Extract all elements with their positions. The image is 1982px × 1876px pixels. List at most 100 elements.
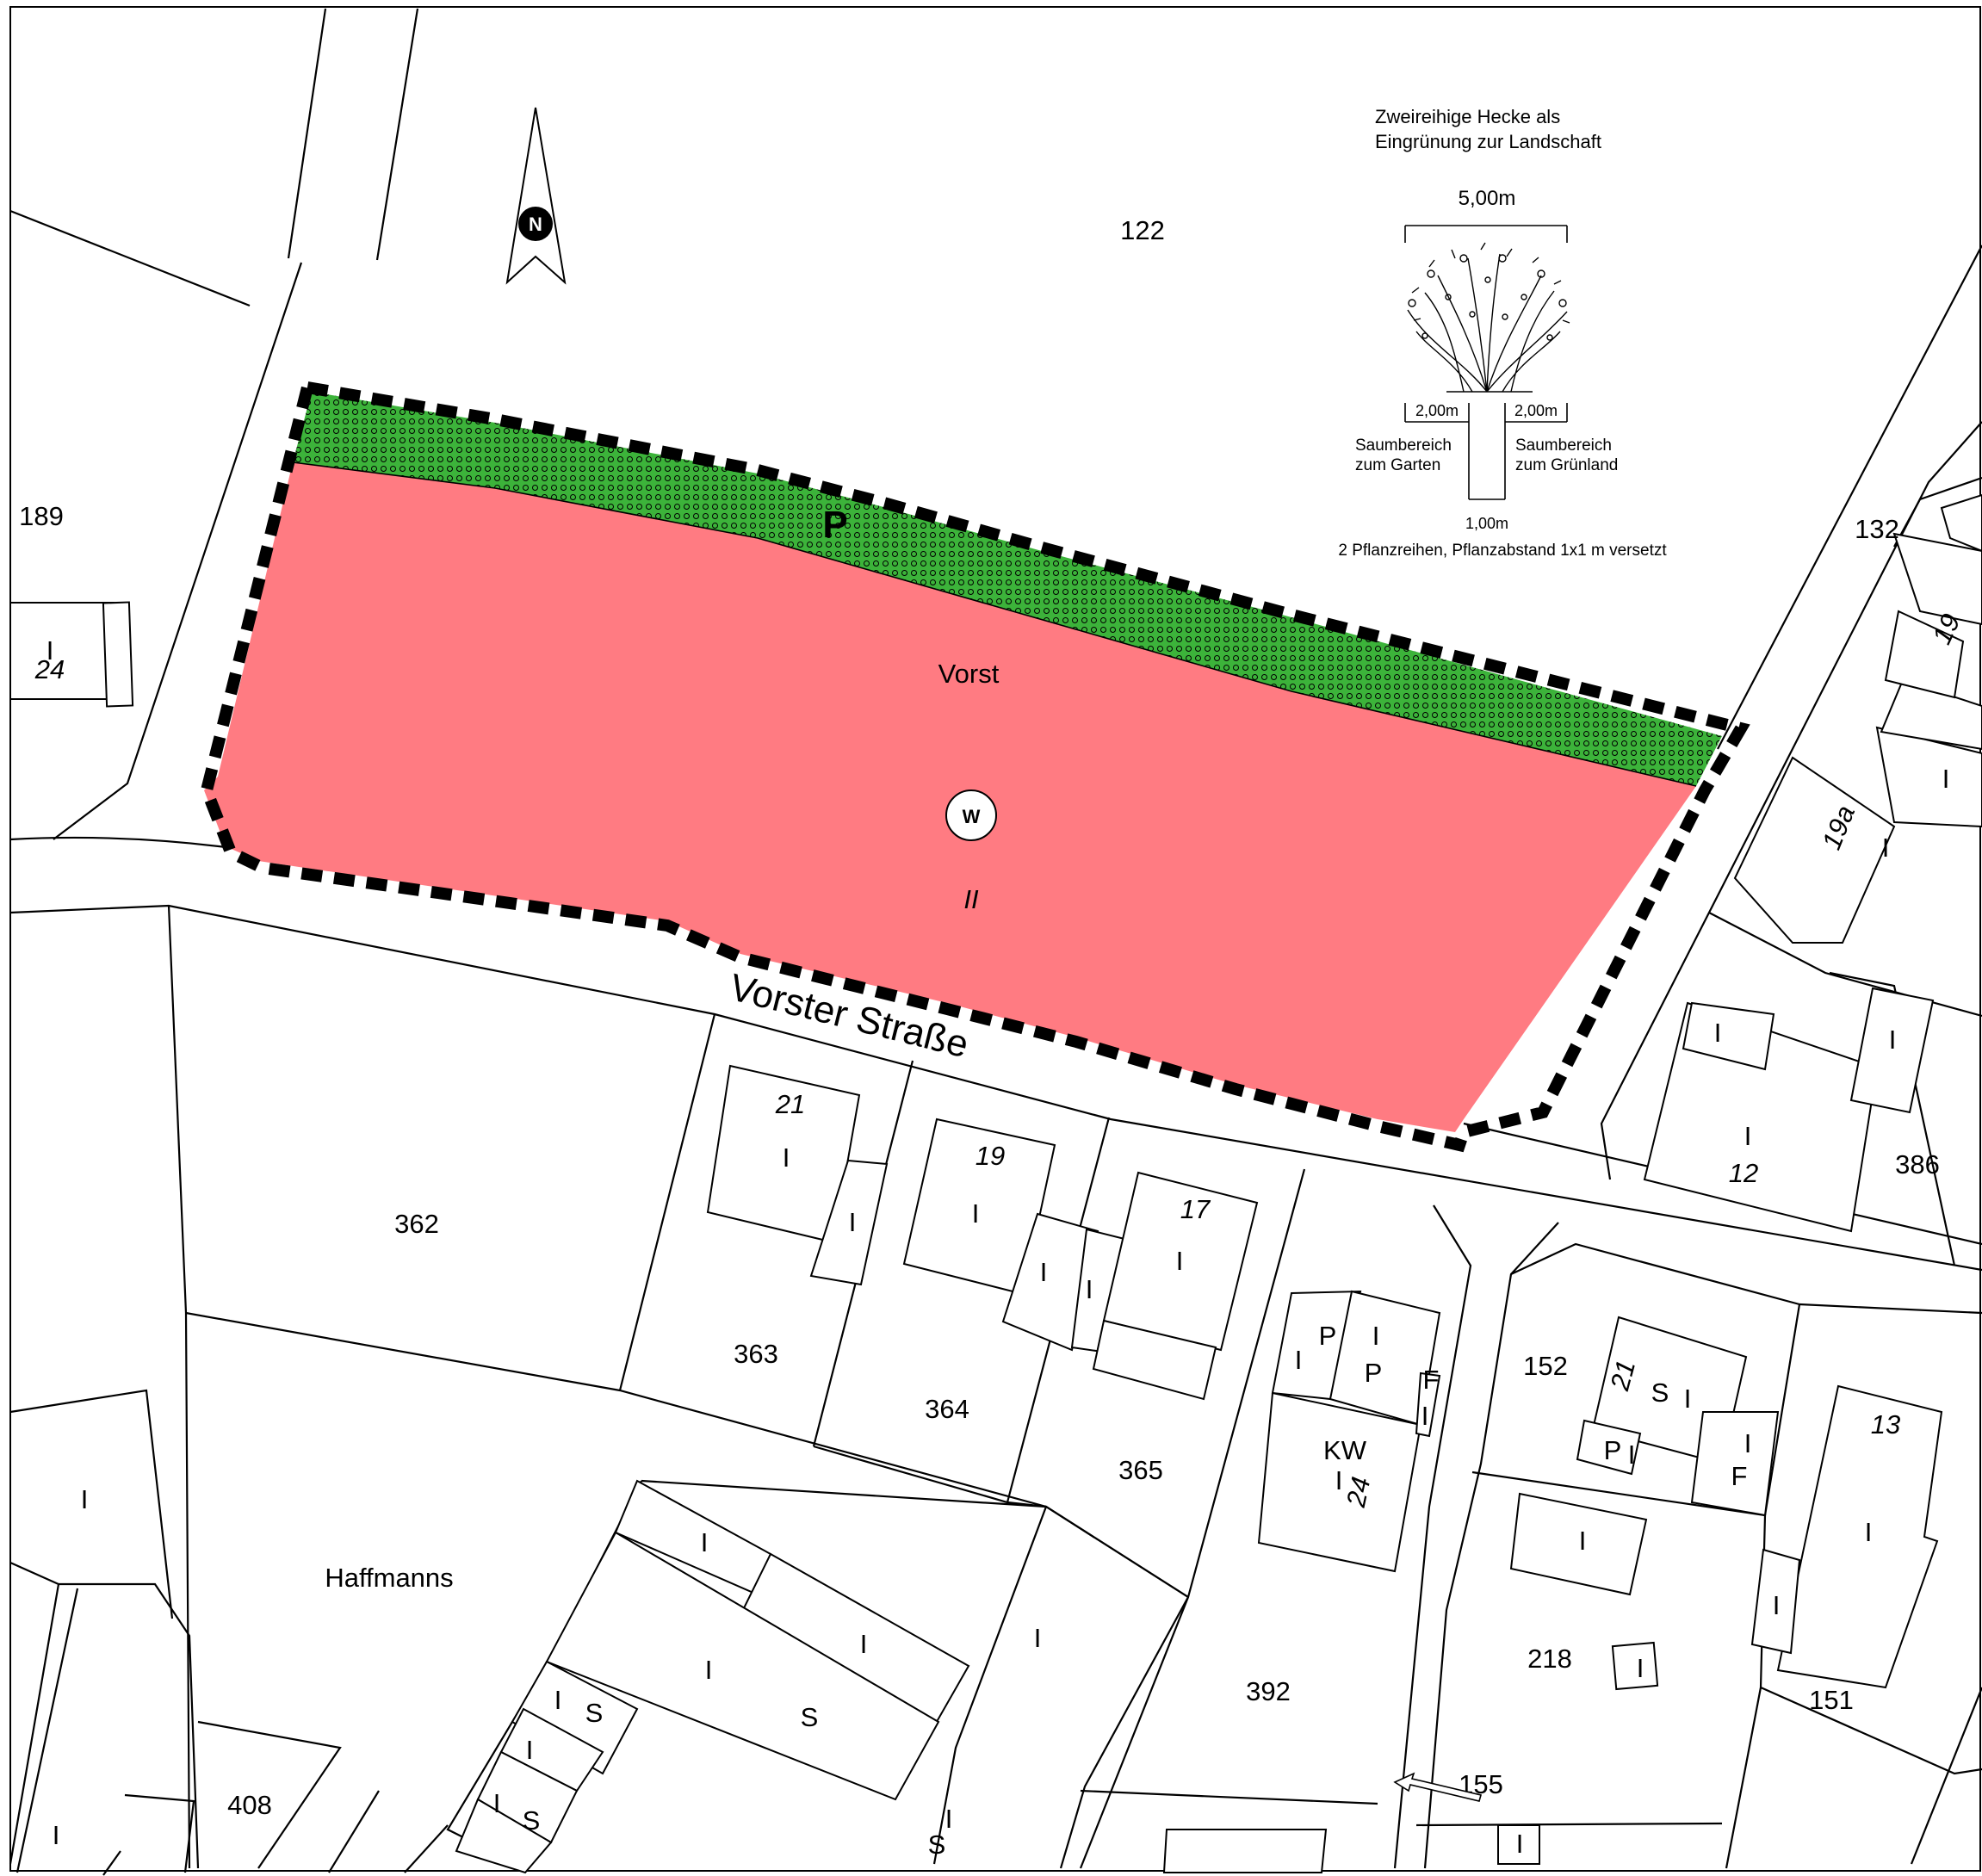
parcel-number: 132 xyxy=(1855,514,1899,544)
building-marks: I I I I I I I I P I P F I KW I S I P I I… xyxy=(46,635,1950,1860)
building xyxy=(1092,1319,1217,1401)
parcel-number: 152 xyxy=(1523,1351,1568,1381)
parcel-number: 363 xyxy=(734,1339,778,1369)
storey-mark: I xyxy=(1516,1829,1524,1859)
building xyxy=(1102,1171,1259,1352)
parcel-number: 362 xyxy=(394,1209,439,1239)
legend-dimension-top xyxy=(1404,225,1568,243)
building xyxy=(511,1660,639,1775)
storey-mark: I xyxy=(1579,1526,1587,1556)
hedge-edge-line xyxy=(292,461,1697,787)
storey-mark: I xyxy=(1086,1274,1093,1304)
storey-mark: I xyxy=(1628,1440,1636,1470)
shed-mark: S xyxy=(523,1805,541,1836)
building xyxy=(1682,1001,1775,1071)
building xyxy=(1690,1411,1780,1517)
building xyxy=(1776,1384,1943,1689)
house-number: 17 xyxy=(1180,1194,1211,1224)
storey-mark: I xyxy=(554,1685,562,1715)
building xyxy=(102,601,134,708)
north-arrow: N xyxy=(505,107,567,285)
legend-left-width: 2,00m xyxy=(1415,402,1459,419)
hedge-legend: Zweireihige Hecke als Eingrünung zur Lan… xyxy=(1338,106,1667,560)
parcel-number: 365 xyxy=(1118,1455,1163,1485)
legend-right-label-line2: zum Grünland xyxy=(1515,456,1618,474)
north-arrow-letter: N xyxy=(529,214,542,235)
hedge-strip-pattern xyxy=(293,392,1722,786)
north-arrow-badge xyxy=(518,207,553,241)
storey-mark: I xyxy=(526,1735,534,1765)
residential-use-letter: W xyxy=(963,806,981,827)
building xyxy=(1611,1641,1659,1691)
building xyxy=(809,1159,889,1286)
storey-mark: I xyxy=(849,1207,857,1237)
storey-mark: I xyxy=(53,1820,60,1850)
storey-mark: I xyxy=(1773,1590,1781,1620)
garage-mark: P xyxy=(1604,1435,1622,1465)
storey-mark: I xyxy=(1714,1018,1722,1048)
building xyxy=(1875,726,1982,828)
plan-boundary xyxy=(200,381,1750,1153)
legend-total-width: 5,00m xyxy=(1459,187,1516,210)
parcel-number: 386 xyxy=(1895,1149,1940,1179)
shed-mark: S xyxy=(585,1698,604,1728)
building xyxy=(1884,610,1965,699)
building xyxy=(1415,1371,1441,1438)
storey-mark: I xyxy=(860,1629,868,1659)
legend-title-line2: Eingrünung zur Landschaft xyxy=(1375,131,1601,152)
building xyxy=(1509,1492,1648,1596)
parcel-number: 408 xyxy=(227,1790,272,1820)
development-zone xyxy=(200,381,1750,1153)
parking-letter: P xyxy=(822,504,847,546)
storey-mark: I xyxy=(1889,1025,1897,1055)
f-mark: F xyxy=(1731,1461,1748,1491)
legend-left-label-line1: Saumbereich xyxy=(1355,436,1452,455)
garage-mark: P xyxy=(1365,1358,1383,1388)
storey-mark: I xyxy=(1034,1623,1042,1653)
building xyxy=(1750,1548,1801,1655)
shed-mark: S xyxy=(1651,1378,1669,1408)
legend-right-label-line1: Saumbereich xyxy=(1515,436,1612,455)
parcel-number: 122 xyxy=(1120,215,1165,245)
building xyxy=(1001,1212,1099,1352)
building xyxy=(1162,1829,1328,1873)
storey-mark: I xyxy=(493,1788,501,1818)
residential-area-fill xyxy=(204,462,1696,1132)
zone-name: Vorst xyxy=(938,659,1000,689)
parcel-number: 218 xyxy=(1527,1644,1572,1674)
legend-left-label-line2: zum Garten xyxy=(1355,456,1440,474)
house-number: 19 xyxy=(976,1141,1005,1171)
storey-mark: I xyxy=(1372,1321,1380,1351)
storey-mark: I xyxy=(46,635,54,666)
shed-mark: S xyxy=(928,1830,946,1860)
map-frame xyxy=(9,6,1981,1872)
building xyxy=(1880,678,1982,751)
storey-mark: I xyxy=(1865,1517,1873,1547)
garage-mark: P xyxy=(1319,1321,1337,1351)
parcel-number: 392 xyxy=(1246,1676,1291,1706)
house-number: 21 xyxy=(775,1089,805,1119)
building xyxy=(1733,756,1896,944)
residential-use-symbol xyxy=(945,789,997,841)
building xyxy=(455,1798,553,1874)
building xyxy=(1892,532,1982,626)
storey-mark: I xyxy=(1040,1257,1048,1287)
storey-mark: I xyxy=(1637,1653,1644,1683)
legend-title-line1: Zweireihige Hecke als xyxy=(1375,106,1560,127)
f-mark: F xyxy=(1423,1365,1440,1395)
building xyxy=(1497,1824,1540,1865)
parcel-number: 364 xyxy=(925,1394,969,1424)
legend-right-width: 2,00m xyxy=(1514,402,1558,419)
storey-mark: I xyxy=(1882,833,1890,863)
storey-mark: I xyxy=(81,1484,89,1514)
legend-note: 2 Pflanzreihen, Pflanzabstand 1x1 m vers… xyxy=(1338,542,1667,560)
building xyxy=(1849,987,1935,1114)
house-number: 13 xyxy=(1871,1409,1900,1440)
owner-name: Haffmanns xyxy=(325,1563,453,1593)
north-arrow-shape xyxy=(505,107,567,285)
building xyxy=(1576,1419,1642,1476)
legend-dimension-bottom xyxy=(1404,403,1568,500)
storey-mark: I xyxy=(701,1527,709,1557)
hedge-shrub-icon xyxy=(1407,242,1570,393)
